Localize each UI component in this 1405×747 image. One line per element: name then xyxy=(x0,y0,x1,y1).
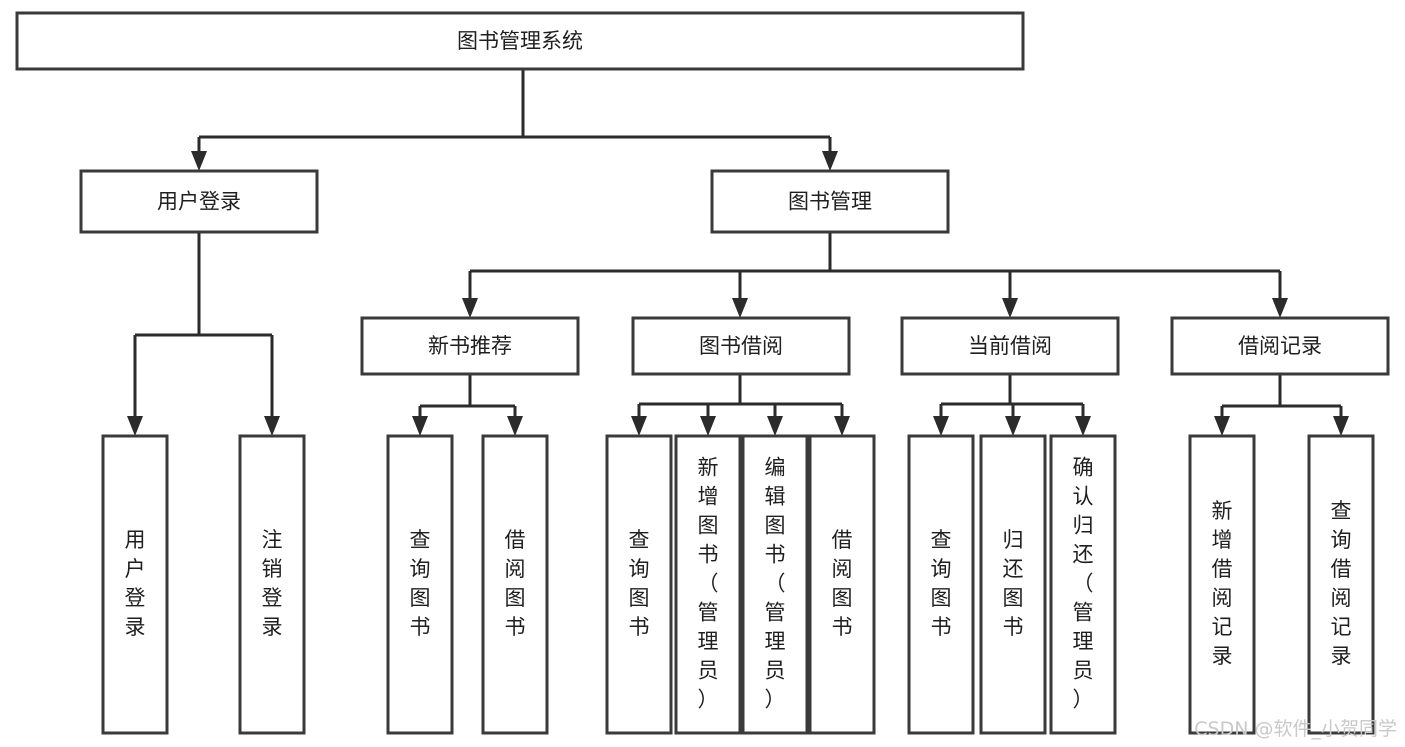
node-leaf-logout[interactable]: 注销登录 xyxy=(238,434,306,735)
node-leaf-add-borrow-record[interactable]: 新增借阅记录 xyxy=(1188,434,1256,735)
node-new-book-recommend[interactable]: 新书推荐 xyxy=(360,316,580,376)
node-user-login[interactable]: 用户登录 xyxy=(79,169,319,234)
node-label-leaf-confirm-return: 确认归还（管理员） xyxy=(1073,456,1094,712)
arrow-head-icon xyxy=(264,416,280,436)
arrow-head-icon xyxy=(191,151,207,171)
node-label-current-borrow: 当前借阅 xyxy=(968,334,1052,358)
node-book-management[interactable]: 图书管理 xyxy=(710,169,950,234)
node-leaf-query-book-current[interactable]: 查询图书 xyxy=(907,434,975,735)
node-leaf-edit-book[interactable]: 编辑图书（管理员） xyxy=(741,434,809,735)
node-box-leaf-query-book-current[interactable] xyxy=(907,434,975,735)
node-root[interactable]: 图书管理系统 xyxy=(15,11,1025,71)
node-label-leaf-query-book-recommend: 查询图书 xyxy=(410,528,431,639)
arrow-head-icon xyxy=(1002,298,1018,318)
node-box-book-management[interactable] xyxy=(710,169,950,234)
node-box-leaf-return-book[interactable] xyxy=(979,434,1047,735)
arrow-head-icon xyxy=(767,416,783,436)
arrow-head-icon xyxy=(1214,416,1230,436)
node-book-borrow[interactable]: 图书借阅 xyxy=(631,316,851,376)
node-box-book-borrow[interactable] xyxy=(631,316,851,376)
node-current-borrow[interactable]: 当前借阅 xyxy=(900,316,1120,376)
arrow-head-icon xyxy=(412,416,428,436)
node-label-leaf-return-book: 归还图书 xyxy=(1003,528,1024,639)
node-layer: 图书管理系统用户登录图书管理新书推荐图书借阅当前借阅借阅记录用户登录注销登录查询… xyxy=(15,11,1390,735)
node-label-user-login: 用户登录 xyxy=(157,190,241,214)
node-box-leaf-query-book-recommend[interactable] xyxy=(386,434,454,735)
connector-layer xyxy=(127,69,1349,436)
node-box-leaf-user-login[interactable] xyxy=(101,434,169,735)
arrow-head-icon xyxy=(462,298,478,318)
arrow-head-icon xyxy=(822,151,838,171)
node-label-leaf-user-login: 用户登录 xyxy=(125,528,146,639)
node-label-leaf-logout: 注销登录 xyxy=(262,528,283,639)
arrow-head-icon xyxy=(1005,416,1021,436)
node-label-leaf-add-borrow-record: 新增借阅记录 xyxy=(1212,499,1233,668)
node-box-leaf-add-book[interactable] xyxy=(674,434,742,735)
arrow-head-icon xyxy=(700,416,716,436)
node-label-leaf-add-book: 新增图书（管理员） xyxy=(698,456,719,712)
node-label-leaf-borrow-book: 借阅图书 xyxy=(832,528,853,639)
node-box-leaf-edit-book[interactable] xyxy=(741,434,809,735)
arrow-head-icon xyxy=(834,416,850,436)
node-box-root[interactable] xyxy=(15,11,1025,71)
node-label-root: 图书管理系统 xyxy=(457,29,583,53)
node-box-leaf-query-borrow-record[interactable] xyxy=(1307,434,1375,735)
node-label-leaf-edit-book: 编辑图书（管理员） xyxy=(765,456,786,712)
node-leaf-query-book-recommend[interactable]: 查询图书 xyxy=(386,434,454,735)
node-box-user-login[interactable] xyxy=(79,169,319,234)
arrow-head-icon xyxy=(1075,416,1091,436)
node-label-new-book-recommend: 新书推荐 xyxy=(428,334,512,358)
node-leaf-borrow-book-recommend[interactable]: 借阅图书 xyxy=(481,434,549,735)
node-label-borrow-record: 借阅记录 xyxy=(1238,334,1322,358)
node-leaf-query-borrow-record[interactable]: 查询借阅记录 xyxy=(1307,434,1375,735)
node-label-book-management: 图书管理 xyxy=(788,190,872,214)
node-leaf-borrow-book[interactable]: 借阅图书 xyxy=(808,434,876,735)
node-box-leaf-logout[interactable] xyxy=(238,434,306,735)
node-leaf-confirm-return[interactable]: 确认归还（管理员） xyxy=(1049,434,1117,735)
node-box-leaf-add-borrow-record[interactable] xyxy=(1188,434,1256,735)
node-box-leaf-borrow-book-recommend[interactable] xyxy=(481,434,549,735)
arrow-head-icon xyxy=(127,416,143,436)
arrow-head-icon xyxy=(631,416,647,436)
node-box-leaf-query-book-borrow[interactable] xyxy=(605,434,673,735)
node-label-leaf-borrow-book-recommend: 借阅图书 xyxy=(505,528,526,639)
node-box-leaf-confirm-return[interactable] xyxy=(1049,434,1117,735)
arrow-head-icon xyxy=(1333,416,1349,436)
arrow-head-icon xyxy=(732,298,748,318)
node-box-current-borrow[interactable] xyxy=(900,316,1120,376)
node-leaf-query-book-borrow[interactable]: 查询图书 xyxy=(605,434,673,735)
node-box-new-book-recommend[interactable] xyxy=(360,316,580,376)
node-label-leaf-query-book-borrow: 查询图书 xyxy=(629,528,650,639)
node-label-book-borrow: 图书借阅 xyxy=(699,334,783,358)
node-leaf-user-login[interactable]: 用户登录 xyxy=(101,434,169,735)
arrow-head-icon xyxy=(933,416,949,436)
node-leaf-add-book[interactable]: 新增图书（管理员） xyxy=(674,434,742,735)
node-label-leaf-query-borrow-record: 查询借阅记录 xyxy=(1331,499,1352,668)
node-label-leaf-query-book-current: 查询图书 xyxy=(931,528,952,639)
node-leaf-return-book[interactable]: 归还图书 xyxy=(979,434,1047,735)
arrow-head-icon xyxy=(507,416,523,436)
node-box-borrow-record[interactable] xyxy=(1170,316,1390,376)
node-box-leaf-borrow-book[interactable] xyxy=(808,434,876,735)
arrow-head-icon xyxy=(1272,298,1288,318)
node-borrow-record[interactable]: 借阅记录 xyxy=(1170,316,1390,376)
